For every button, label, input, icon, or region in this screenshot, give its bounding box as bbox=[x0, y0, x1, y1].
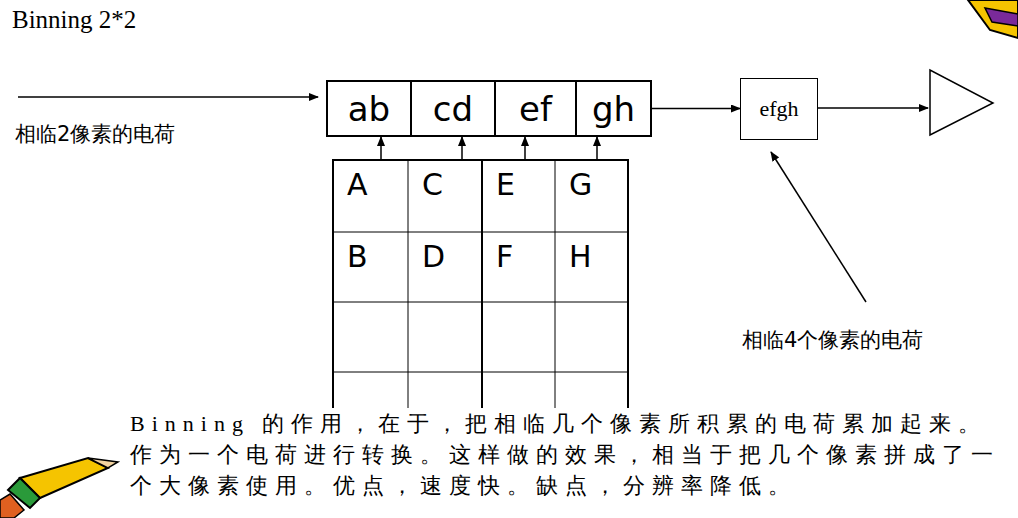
pencil-decoration bbox=[0, 458, 118, 518]
charge-label: gh bbox=[592, 92, 635, 126]
pixel-charge-label: 相临2像素的电荷 bbox=[15, 120, 175, 148]
pixel-cell: A bbox=[333, 160, 408, 232]
register-cell: ef bbox=[494, 80, 575, 137]
register-cell: gh bbox=[575, 80, 652, 137]
charge-transfer-arrow bbox=[652, 108, 740, 110]
pixel-grid bbox=[333, 160, 628, 445]
pencil-decoration bbox=[968, 0, 1018, 38]
register-cell: cd bbox=[410, 80, 494, 137]
charge-transfer-arrow bbox=[596, 137, 598, 160]
pixel-cell: E bbox=[482, 160, 555, 232]
charge-label: ef bbox=[519, 92, 552, 126]
pixel-letter: F bbox=[496, 242, 513, 272]
charge-label: ab bbox=[348, 92, 390, 126]
charge-label: cd bbox=[433, 92, 473, 126]
leader-line bbox=[771, 152, 866, 302]
pixel-letter: B bbox=[347, 242, 368, 272]
pixel-cell: G bbox=[555, 160, 628, 232]
pixel-cell: H bbox=[555, 232, 628, 302]
pixel-cell: B bbox=[333, 232, 408, 302]
pixel-letter: A bbox=[347, 170, 368, 200]
charge-label: efgh bbox=[759, 98, 798, 120]
amplifier-symbol bbox=[930, 70, 993, 135]
pixel-letter: H bbox=[569, 242, 592, 272]
charge-transfer-arrow bbox=[524, 137, 526, 160]
output-arrow bbox=[818, 107, 928, 109]
charge-transfer-arrow bbox=[461, 137, 463, 160]
pixel-charge-label: 相临4个像素的电荷 bbox=[742, 326, 923, 354]
diagram-title: Binning 2*2 bbox=[12, 6, 136, 34]
pixel-letter: C bbox=[422, 170, 443, 200]
input-arrow bbox=[18, 96, 318, 98]
pixel-cell: C bbox=[408, 160, 482, 232]
pixel-letter: D bbox=[422, 242, 445, 272]
pixel-cell: D bbox=[408, 232, 482, 302]
sum-box: efgh bbox=[740, 78, 818, 140]
register-cell: ab bbox=[326, 80, 410, 137]
charge-transfer-arrow bbox=[380, 137, 382, 160]
pixel-letter: G bbox=[569, 170, 592, 200]
description-note: Binning 的作用，在于，把相临几个像素所积累的电荷累加起来。作为一个电荷进… bbox=[130, 408, 1010, 501]
pixel-letter: E bbox=[496, 170, 515, 200]
pixel-cell: F bbox=[482, 232, 555, 302]
